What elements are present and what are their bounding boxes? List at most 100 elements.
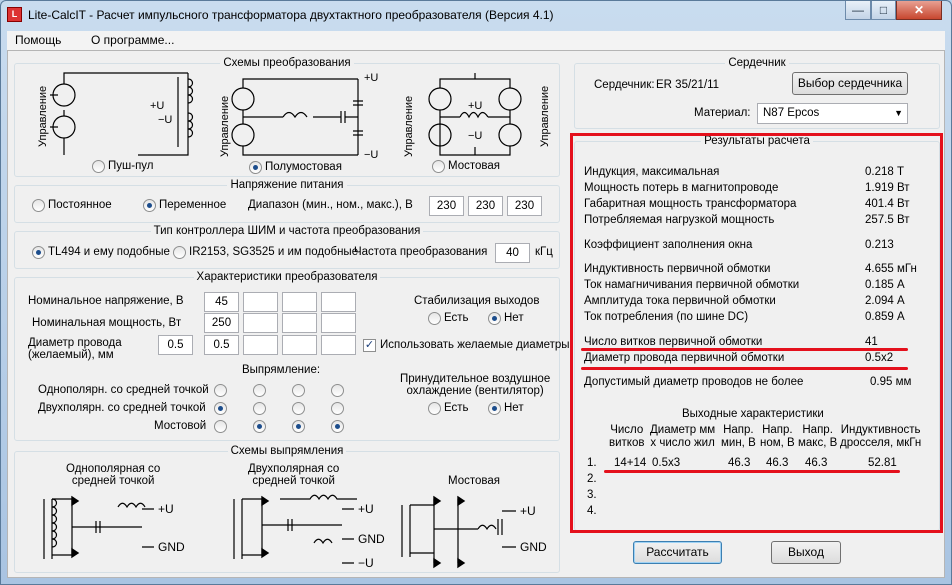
nom-voltage-input-3[interactable] [282, 292, 317, 312]
stab-no-radio[interactable] [488, 312, 501, 325]
bi-plus-u: +U [358, 502, 374, 516]
calculate-button[interactable]: Рассчитать [633, 541, 722, 564]
uni-scheme-label: Однополярная со средней точкой [66, 463, 161, 487]
wire-diam-input-4[interactable] [282, 335, 317, 355]
stab-yes-radio[interactable] [428, 312, 441, 325]
choose-core-button[interactable]: Выбор сердечника [792, 72, 908, 95]
voltage-min-input[interactable]: 230 [429, 196, 464, 216]
schemes-group: Схемы преобразования [14, 57, 560, 177]
nom-voltage-input-1[interactable]: 45 [204, 292, 239, 312]
result-value: 1.919 Вт [865, 182, 910, 194]
half-bridge-radio[interactable] [249, 161, 262, 174]
material-select[interactable]: N87 Epcos ▼ [757, 103, 908, 124]
result-label: Ток намагничивания первичной обмотки [584, 279, 800, 291]
conversion-schemes-diagram: −U +U +U −U +U −U Управление Управление … [37, 72, 551, 161]
rectifier-radio[interactable] [292, 384, 305, 397]
output-cell-vmin: 46.3 [728, 457, 751, 469]
rectifier-radio[interactable] [331, 384, 344, 397]
window-title: Lite-CalcIT - Расчет импульсного трансфо… [28, 8, 554, 22]
wire-diam-input-5[interactable] [321, 335, 356, 355]
nom-voltage-label: Номинальное напряжение, В [28, 295, 184, 307]
tl494-radio[interactable] [32, 246, 45, 259]
rectifier-radio[interactable] [331, 402, 344, 415]
title-bar[interactable]: L Lite-CalcIT - Расчет импульсного транс… [0, 0, 950, 30]
material-label: Материал: [694, 107, 751, 119]
output-cell-diam: 0.5x3 [652, 457, 681, 469]
nom-power-input-4[interactable] [321, 313, 356, 333]
rectifier-radio[interactable] [292, 420, 305, 433]
output-cell-n: 1. [587, 457, 597, 469]
highlight-diam-underline [581, 367, 908, 370]
result-value: 0.859 А [865, 311, 905, 323]
nom-power-input-3[interactable] [282, 313, 317, 333]
core-label: Сердечник: [594, 79, 655, 91]
nom-voltage-input-4[interactable] [321, 292, 356, 312]
ir2153-radio[interactable] [173, 246, 186, 259]
wire-diam-input-2[interactable]: 0.5 [204, 335, 239, 355]
ac-radio[interactable] [143, 199, 156, 212]
result-label: Потребляемая нагрузкой мощность [584, 214, 775, 226]
output-cell-turns: 14+14 [614, 457, 647, 469]
result-label: Габаритная мощность трансформатора [584, 198, 797, 210]
bridge-label: Мостовая [448, 160, 500, 172]
cool-yes-label: Есть [444, 402, 469, 414]
rectifier-radio[interactable] [214, 384, 227, 397]
voltage-max-input[interactable]: 230 [507, 196, 542, 216]
close-button[interactable]: ✕ [896, 1, 942, 20]
nom-power-label: Номинальная мощность, Вт [32, 317, 182, 329]
exit-button[interactable]: Выход [771, 541, 841, 564]
dc-radio[interactable] [32, 199, 45, 212]
rect-label: Выпрямление: [242, 364, 321, 376]
result-value: 401.4 Вт [865, 198, 910, 210]
voltage-nom-input[interactable]: 230 [468, 196, 503, 216]
bi-gnd: GND [358, 532, 385, 546]
half-bridge-minus-u: −U [364, 149, 378, 161]
rectifier-radio[interactable] [214, 420, 227, 433]
wire-diam-input-3[interactable] [243, 335, 278, 355]
result-value: 0.218 Т [865, 166, 904, 178]
rectifier-radio[interactable] [253, 384, 266, 397]
use-diam-label: Использовать желаемые диаметры [380, 339, 570, 351]
bridge-gnd: GND [520, 540, 547, 554]
result-label: Амплитуда тока первичной обмотки [584, 295, 776, 307]
freq-input[interactable]: 40 [495, 243, 530, 263]
menu-about[interactable]: О программе... [91, 33, 175, 47]
bridge-radio[interactable] [432, 160, 445, 173]
output-cell-vmax: 46.3 [805, 457, 828, 469]
highlight-turns-underline [581, 348, 908, 351]
rect-schemes-legend: Схемы выпрямления [230, 445, 344, 457]
rectifier-radio[interactable] [253, 420, 266, 433]
nom-power-input-2[interactable] [243, 313, 278, 333]
range-label: Диапазон (мин., ном., макс.), В [248, 199, 413, 211]
result-label: Ток потребления (по шине DC) [584, 311, 749, 323]
control-label-1: Управление [37, 86, 49, 147]
bi-scheme-label: Двухполярная со средней точкой [248, 463, 340, 487]
results-legend: Результаты расчета [704, 135, 810, 147]
rectifier-radio[interactable] [292, 402, 305, 415]
push-pull-minus-u: −U [158, 114, 172, 126]
cooling-label: Принудительное воздушное охлаждение (вен… [400, 373, 551, 397]
wire-diam-label: Диаметр провода (желаемый), мм [28, 337, 122, 361]
maximize-button[interactable]: □ [871, 1, 896, 20]
menu-help[interactable]: Помощь [15, 33, 62, 47]
use-diam-checkbox[interactable]: ✓ [363, 339, 376, 352]
nom-voltage-input-2[interactable] [243, 292, 278, 312]
push-pull-radio[interactable] [92, 160, 105, 173]
uni-gnd: GND [158, 540, 185, 554]
cool-no-radio[interactable] [488, 402, 501, 415]
minimize-button[interactable]: — [845, 1, 871, 20]
cool-yes-radio[interactable] [428, 402, 441, 415]
nom-power-input-1[interactable]: 250 [204, 313, 239, 333]
output-cell-n: 4. [587, 505, 597, 517]
freq-unit: кГц [535, 246, 553, 258]
rectifier-radio[interactable] [331, 420, 344, 433]
output-column-header: Индуктивность дросселя, мкГн [840, 424, 922, 449]
rectifier-radio[interactable] [253, 402, 266, 415]
rectifier-radio[interactable] [214, 402, 227, 415]
bi-minus-u: −U [358, 556, 374, 569]
result-value: 0.95 мм [870, 376, 912, 388]
result-value: 257.5 Вт [865, 214, 910, 226]
converter-group: Характеристики преобразователя [14, 271, 560, 441]
material-value: N87 Epcos [763, 107, 820, 119]
wire-diam-input-1[interactable]: 0.5 [158, 335, 193, 355]
